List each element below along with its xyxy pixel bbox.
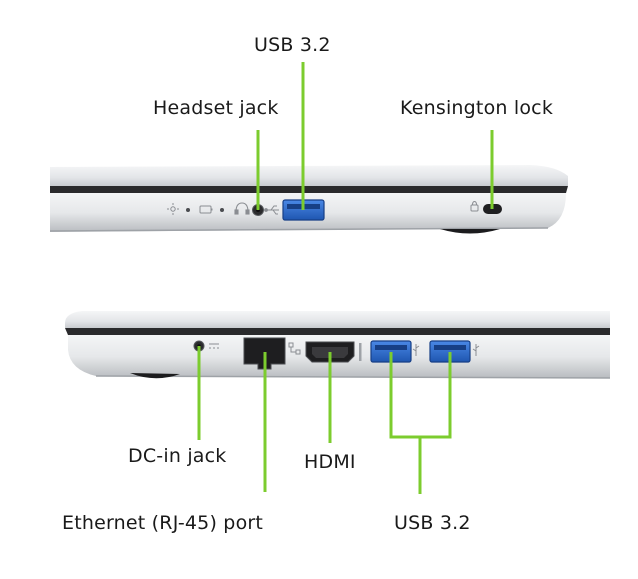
sun-icon [167,203,179,215]
hinge-seam [50,186,568,193]
hinge-seam [65,328,610,335]
rubber-foot [440,229,500,234]
label-ethernet-port: Ethernet (RJ-45) port [62,512,264,534]
power-led [186,208,190,212]
callout-usb-bottom [389,352,452,494]
lid-edge [65,311,610,328]
battery-icon [199,205,213,214]
network-icon [288,342,301,355]
power-icon [209,343,219,349]
label-kensington-lock: Kensington lock [400,97,554,119]
label-dc-in-jack: DC-in jack [128,445,227,467]
battery-led [220,208,224,212]
callout-lines [197,62,494,494]
usb-icon [472,344,480,356]
laptop-right-side [65,311,611,379]
label-headset-jack: Headset jack [153,97,279,119]
rubber-foot [130,373,180,379]
label-usb-3-2-top: USB 3.2 [254,34,331,56]
label-hdmi: HDMI [304,451,356,473]
usb-icon [412,344,420,356]
label-usb-3-2-bottom: USB 3.2 [394,512,471,534]
laptop-left-side [49,165,568,234]
usb-icon [264,205,279,215]
lock-icon [470,200,479,212]
lid-edge [50,165,568,186]
headset-icon [234,202,250,215]
